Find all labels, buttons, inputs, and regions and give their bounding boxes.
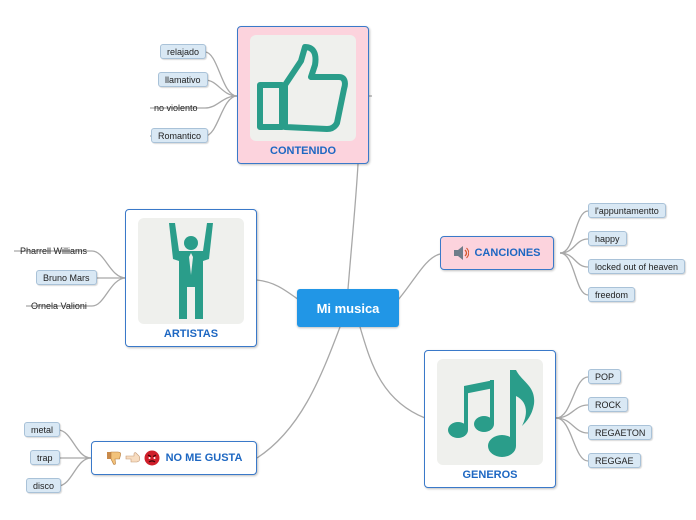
topic-generos-title: GENEROS xyxy=(462,469,518,481)
topic-canciones[interactable]: CANCIONES xyxy=(440,236,554,270)
topic-generos[interactable]: GENEROS xyxy=(424,350,556,488)
pointing-left-icon xyxy=(125,450,141,466)
subtopic-label: relajado xyxy=(167,46,200,57)
angry-face-icon xyxy=(144,450,160,466)
topic-artistas-title: ARTISTAS xyxy=(163,328,219,340)
central-topic-label: Mi musica xyxy=(316,300,380,316)
subtopic-ornela-valioni[interactable]: Ornela Valioni xyxy=(25,298,93,313)
subtopic-label: no violento xyxy=(154,102,198,113)
thumbs-up-image xyxy=(250,35,356,141)
subtopic-romantico[interactable]: Romantico xyxy=(151,128,209,143)
subtopic-relajado[interactable]: relajado xyxy=(160,44,207,59)
subtopic-happy[interactable]: happy xyxy=(588,231,627,246)
subtopic-metal[interactable]: metal xyxy=(24,422,61,437)
subtopic-label: REGGAE xyxy=(595,455,634,466)
subtopic-label: locked out of heaven xyxy=(595,261,679,272)
subtopic-label: POP xyxy=(595,371,615,382)
subtopic-locked-out-of-heaven[interactable]: locked out of heaven xyxy=(588,259,686,274)
subtopic-label: Ornela Valioni xyxy=(31,300,87,311)
topic-contenido[interactable]: CONTENIDO xyxy=(237,26,369,164)
subtopic-label: Romantico xyxy=(158,130,202,141)
central-topic[interactable]: Mi musica xyxy=(297,289,399,327)
topic-contenido-title: CONTENIDO xyxy=(270,145,336,157)
person-image xyxy=(138,218,244,324)
subtopic-pop[interactable]: POP xyxy=(588,369,622,384)
subtopic-no-violento[interactable]: no violento xyxy=(148,100,204,115)
subtopic-label: Pharrell Williams xyxy=(20,245,88,256)
subtopic-label: happy xyxy=(595,233,620,244)
subtopic-pharrell-williams[interactable]: Pharrell Williams xyxy=(14,243,93,258)
subtopic-label: ROCK xyxy=(595,399,622,410)
topic-artistas[interactable]: ARTISTAS xyxy=(125,209,257,347)
music-notes-image xyxy=(437,359,543,465)
subtopic-rock[interactable]: ROCK xyxy=(588,397,629,412)
subtopic-llamativo[interactable]: llamativo xyxy=(158,72,208,87)
subtopic-disco[interactable]: disco xyxy=(26,478,62,493)
subtopic-label: metal xyxy=(31,424,54,435)
person-arms-up-icon xyxy=(169,223,213,319)
subtopic-label: freedom xyxy=(595,289,629,300)
subtopic-lappuntamentto[interactable]: l'appuntamentto xyxy=(588,203,666,218)
subtopic-reggae[interactable]: REGGAE xyxy=(588,453,641,468)
topic-canciones-title: CANCIONES xyxy=(474,247,541,259)
subtopic-trap[interactable]: trap xyxy=(30,450,60,465)
subtopic-regaeton[interactable]: REGAETON xyxy=(588,425,653,440)
topic-no-me-gusta-title: NO ME GUSTA xyxy=(165,452,243,464)
subtopic-label: Bruno Mars xyxy=(43,272,90,283)
subtopic-label: REGAETON xyxy=(595,427,646,438)
subtopic-label: trap xyxy=(37,452,53,463)
music-notes-icon xyxy=(448,370,535,457)
subtopic-label: llamativo xyxy=(165,74,201,85)
speaker-icon xyxy=(453,246,470,260)
thumbs-up-icon xyxy=(257,44,348,132)
thumbs-down-icon xyxy=(106,450,122,466)
subtopic-label: l'appuntamentto xyxy=(595,205,659,216)
subtopic-freedom[interactable]: freedom xyxy=(588,287,636,302)
topic-no-me-gusta[interactable]: NO ME GUSTA xyxy=(91,441,257,475)
subtopic-bruno-mars[interactable]: Bruno Mars xyxy=(36,270,97,285)
subtopic-label: disco xyxy=(33,480,55,491)
